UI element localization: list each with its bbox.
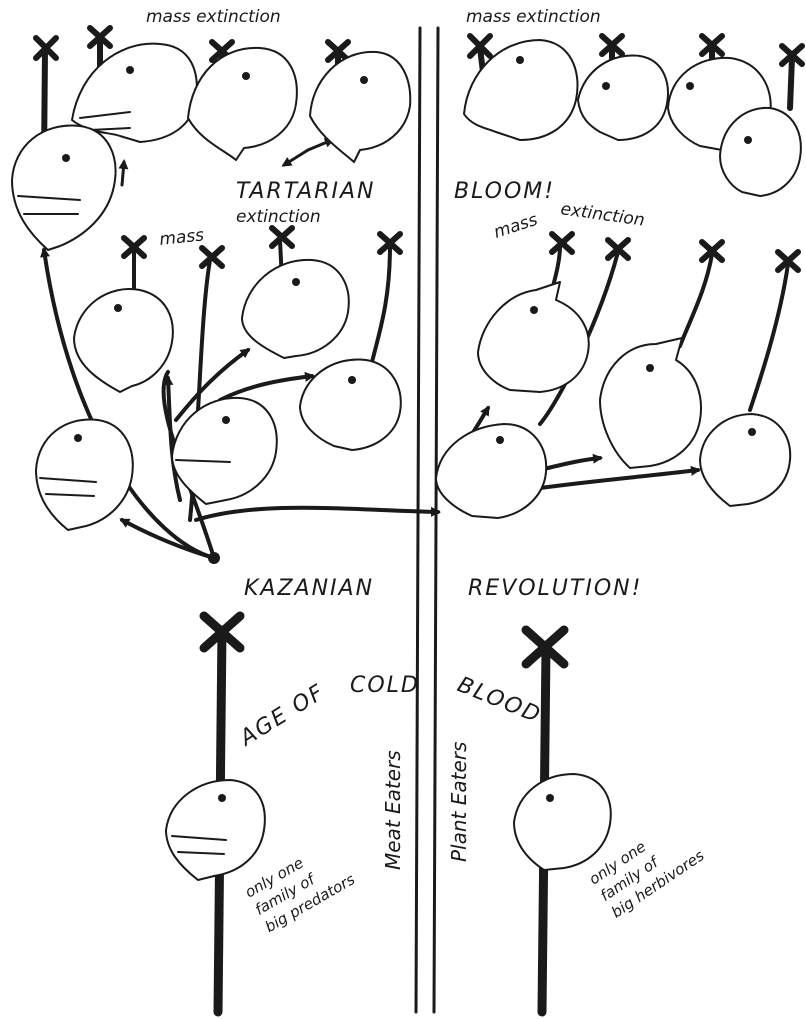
herbivore-head-drawing [463, 39, 579, 141]
mass-label-mid-left: mass [158, 225, 205, 250]
predator-head-drawing [35, 418, 134, 531]
blood-label: BLOOD [454, 672, 545, 728]
tartarian-label: TARTARIAN [236, 179, 376, 204]
meat-eaters-label: Meat Eaters [381, 750, 405, 870]
predator-head-drawing [73, 288, 174, 393]
herbivore-head-drawing [513, 773, 612, 871]
extinction-label-mid-left: extinction [236, 207, 321, 227]
extinction-cross-icon [699, 33, 725, 57]
extinction-cross-icon [33, 35, 59, 61]
mass-label-mid-right: mass [491, 210, 540, 243]
herbivore-head-drawing [599, 337, 702, 469]
mass-extinction-label-top-right: mass extinction [466, 7, 601, 27]
extinction-cross-icon [775, 249, 801, 273]
herbivore-head-drawing [477, 281, 590, 393]
age-of-label: AGE OF [234, 680, 329, 753]
extinction-cross-icon [199, 245, 225, 269]
predator-head-drawing [187, 46, 298, 161]
kazanian-label: KAZANIAN [244, 576, 374, 601]
herbivore-head-drawing [719, 106, 802, 197]
extinction-cross-icon [699, 239, 725, 263]
extinction-cross-icon [605, 237, 631, 261]
predator-head-drawing [299, 358, 402, 451]
mass-extinction-label-top-left: mass extinction [146, 7, 281, 27]
predator-head-drawing [165, 779, 266, 881]
center-divider [414, 26, 440, 1014]
predator-head-drawing [241, 258, 350, 359]
extinction-cross-icon [121, 235, 147, 259]
extinction-cross-icon [549, 231, 575, 255]
herbivore-head-drawing [435, 423, 548, 519]
predator-head-drawing [171, 396, 278, 505]
predator-head-drawing [71, 42, 198, 143]
extinction-cross-icon [199, 611, 245, 653]
extinction-cross-icon [599, 33, 625, 57]
extinction-cross-icon [467, 33, 493, 59]
extinction-cross-icon [87, 25, 113, 49]
herbivore-head-drawing [577, 54, 669, 141]
cold-label: COLD [350, 673, 420, 698]
predator-head-drawing [11, 124, 117, 251]
bloom-label: BLOOM! [454, 179, 555, 204]
revolution-label: REVOLUTION! [468, 576, 642, 601]
extinction-cross-icon [377, 231, 403, 255]
extinction-label-mid-right: extinction [559, 199, 646, 231]
extinction-cross-icon [521, 625, 569, 669]
predator-head-drawing [309, 50, 412, 163]
extinction-cross-icon [325, 39, 351, 63]
plant-eaters-label: Plant Eaters [447, 742, 471, 862]
extinction-cross-icon [269, 225, 295, 249]
creature-drawings [11, 39, 802, 881]
extinction-cross-icon [779, 43, 805, 67]
predator-note: only one family of big predators [242, 854, 358, 936]
herbivore-head-drawing [699, 413, 792, 507]
